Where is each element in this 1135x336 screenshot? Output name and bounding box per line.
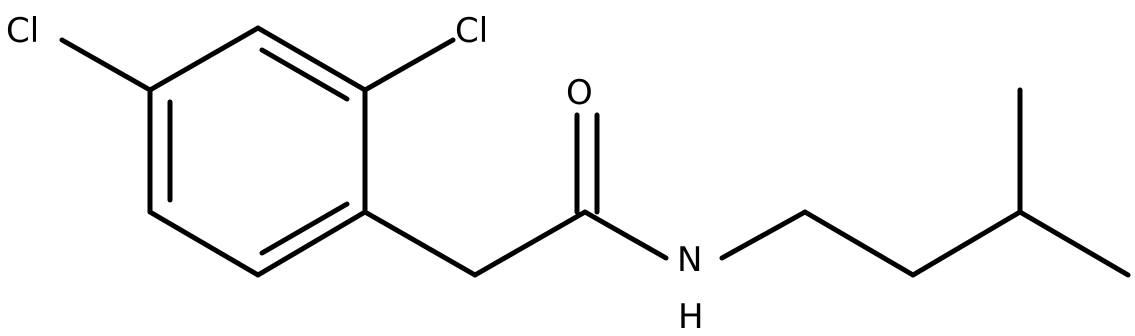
atom-label-cl-right: Cl: [455, 11, 488, 51]
ring-bond-c2-c3: [255, 25, 368, 93]
bond-ch2-ch: [910, 209, 1023, 278]
ring-bond-c3-c3-inner: [259, 47, 350, 102]
bond-carbonyl-n: [582, 209, 669, 261]
bond-cl-right: [362, 37, 456, 93]
atom-label-oxygen: O: [566, 73, 593, 113]
bond-cl-left: [59, 37, 153, 93]
bond-ch2-ch2: [802, 209, 916, 278]
bond-n-ch2: [719, 209, 808, 261]
bond-ch-methyl-right: [1017, 209, 1131, 278]
ring-bond-c5-c6: [147, 209, 261, 278]
atom-label-cl-left: Cl: [6, 11, 39, 51]
bond-ch2-carbonyl: [472, 209, 588, 278]
atom-label-nitrogen-hydrogen: H: [678, 297, 704, 336]
ring-bond-c4-c5: [255, 209, 368, 278]
ring-bond-c1-c2: [147, 25, 261, 93]
bond-ring-ch2: [362, 209, 478, 278]
atom-label-nitrogen: N: [677, 240, 702, 280]
ring-bond-c4-c5-inner: [259, 201, 350, 256]
